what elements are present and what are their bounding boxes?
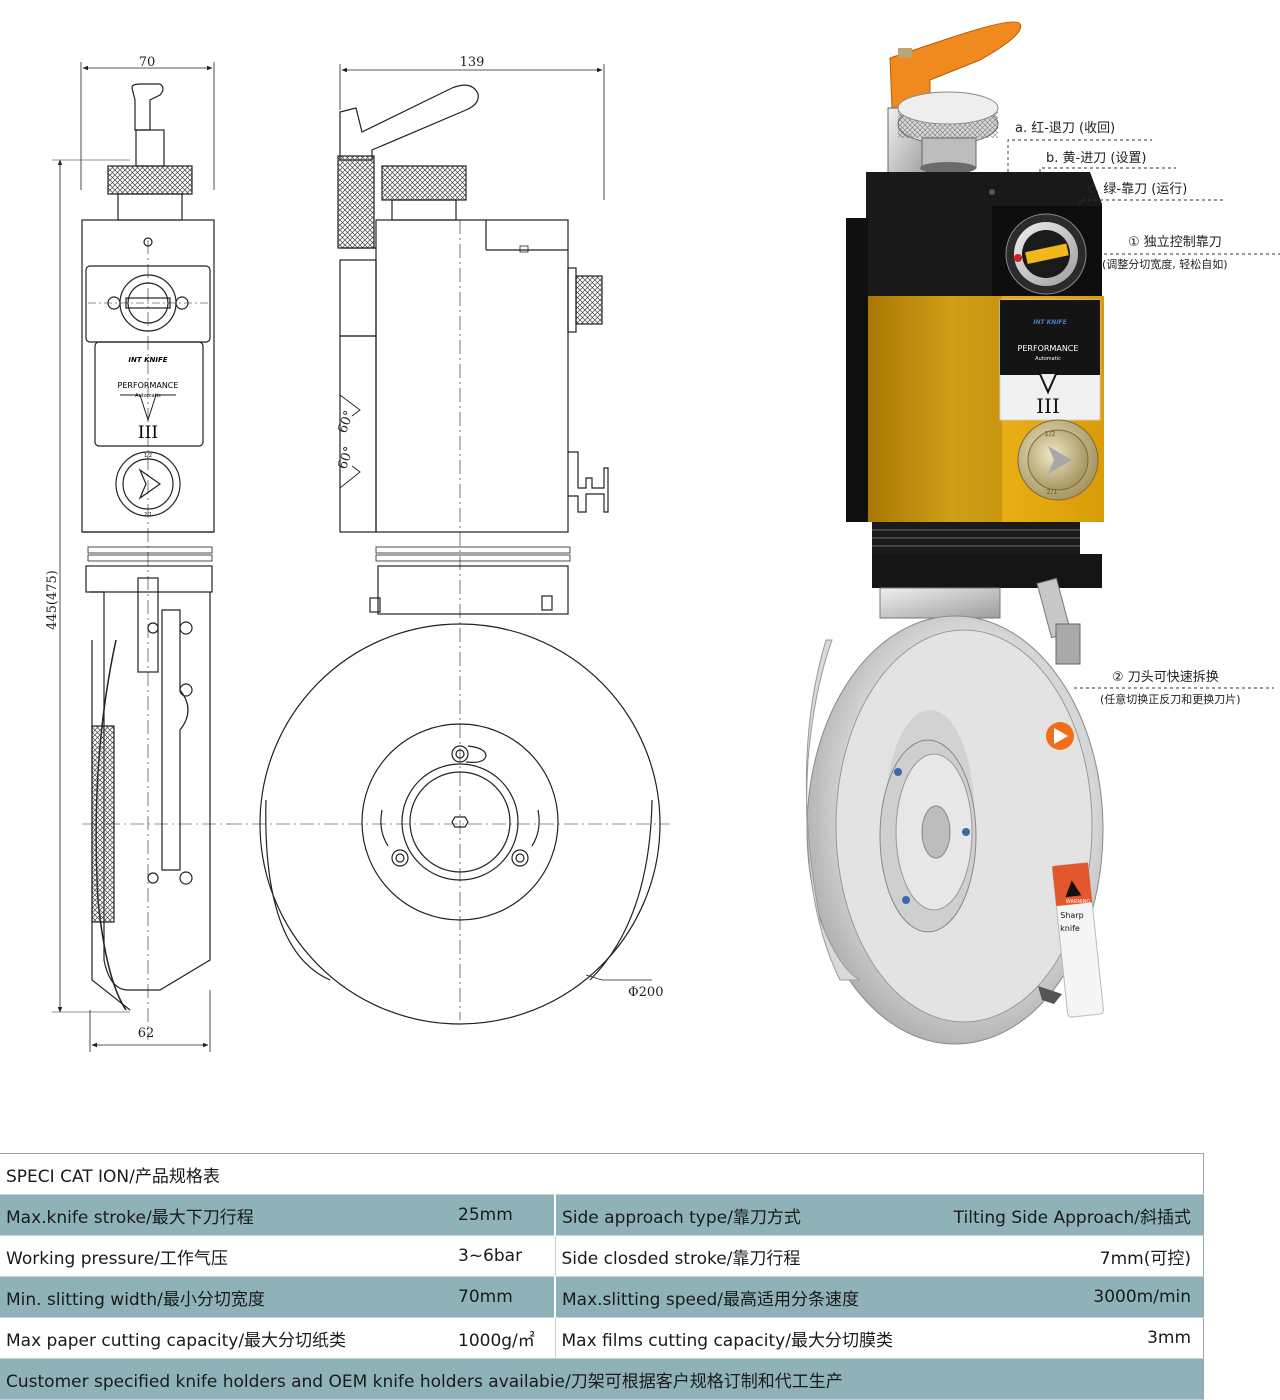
callout-c-green-run: c. 绿-靠刀 (运行) bbox=[1088, 182, 1187, 197]
photo-knife-label: knife bbox=[1060, 924, 1080, 933]
spec-value: 7mm(可控) bbox=[928, 1235, 1204, 1277]
dim-diameter: Φ200 bbox=[628, 985, 663, 1000]
spec-label: Max.slitting speed/最高适用分条速度 bbox=[555, 1276, 928, 1318]
photo-model-label: III bbox=[1036, 394, 1060, 418]
dim-width-side: 139 bbox=[460, 55, 485, 70]
side-view-drawing bbox=[82, 64, 670, 1040]
spec-value: 3~6bar bbox=[452, 1235, 556, 1277]
callout-feature-1: ① 独立控制靠刀 bbox=[1128, 235, 1222, 250]
spec-row: Working pressure/工作气压 3~6bar Side closde… bbox=[0, 1235, 1204, 1277]
photo-knob-top-label: 1/2 bbox=[1044, 430, 1055, 438]
spec-label: Max.knife stroke/最大下刀行程 bbox=[0, 1194, 452, 1236]
spec-title: SPECI CAT ION/产品规格表 bbox=[0, 1153, 1204, 1195]
photo-automatic-label: Automatic bbox=[1035, 356, 1061, 362]
callout-b-yellow-set: b. 黄-进刀 (设置) bbox=[1046, 151, 1146, 166]
spec-value: 3mm bbox=[928, 1317, 1204, 1359]
spec-row: Max paper cutting capacity/最大分切纸类 1000g/… bbox=[0, 1317, 1204, 1359]
spec-label: Working pressure/工作气压 bbox=[0, 1235, 452, 1277]
spec-value: 1000g/㎡ bbox=[452, 1317, 556, 1359]
spec-value: 70mm bbox=[452, 1276, 556, 1318]
dim-width-front: 70 bbox=[139, 55, 156, 70]
callout-leaders bbox=[1007, 139, 1280, 689]
spec-label: Side closded stroke/靠刀行程 bbox=[555, 1235, 928, 1277]
product-photo bbox=[805, 21, 1104, 1045]
spec-value: 3000m/min bbox=[928, 1276, 1204, 1318]
spec-label: Max paper cutting capacity/最大分切纸类 bbox=[0, 1317, 452, 1359]
spec-row: Min. slitting width/最小分切宽度 70mm Max.slit… bbox=[0, 1276, 1204, 1318]
spec-value: Tilting Side Approach/斜插式 bbox=[928, 1194, 1204, 1236]
callout-feature-2-sub: (任意切换正反刀和更换刀片) bbox=[1100, 692, 1241, 706]
spec-footer: Customer specified knife holders and OEM… bbox=[0, 1358, 1204, 1400]
callout-a-red-retract: a. 红-退刀 (收回) bbox=[1015, 120, 1115, 136]
dim-angle-2: 60° bbox=[335, 445, 357, 472]
photo-sharp-label: Sharp bbox=[1060, 911, 1083, 920]
spec-label: Side approach type/靠刀方式 bbox=[555, 1194, 928, 1236]
front-view-drawing bbox=[52, 62, 215, 1052]
spec-value: 25mm bbox=[452, 1194, 556, 1236]
photo-knob-bottom-label: 2/1 bbox=[1046, 488, 1057, 496]
spec-row: Max.knife stroke/最大下刀行程 25mm Side approa… bbox=[0, 1194, 1204, 1236]
dim-angle-1: 60° bbox=[335, 409, 357, 436]
spec-table: SPECI CAT ION/产品规格表 Max.knife stroke/最大下… bbox=[0, 1153, 1204, 1400]
photo-brand-label: INT KNIFE bbox=[1033, 319, 1067, 326]
photo-performance-label: PERFORMANCE bbox=[1018, 344, 1079, 353]
spec-label: Max films cutting capacity/最大分切膜类 bbox=[555, 1317, 928, 1359]
photo-warning-label: WARNING bbox=[1066, 899, 1091, 905]
spec-label: Min. slitting width/最小分切宽度 bbox=[0, 1276, 452, 1318]
dim-height: 445(475) bbox=[45, 570, 60, 630]
dim-bottom-width: 62 bbox=[138, 1026, 155, 1041]
callout-feature-1-sub: (调整分切宽度, 轻松自如) bbox=[1102, 257, 1228, 271]
callout-feature-2: ② 刀头可快速拆换 bbox=[1112, 670, 1219, 685]
product-drawings: 70 445(475) 62 INT KNIFE PERFORMANCE Aut… bbox=[45, 21, 1280, 1052]
